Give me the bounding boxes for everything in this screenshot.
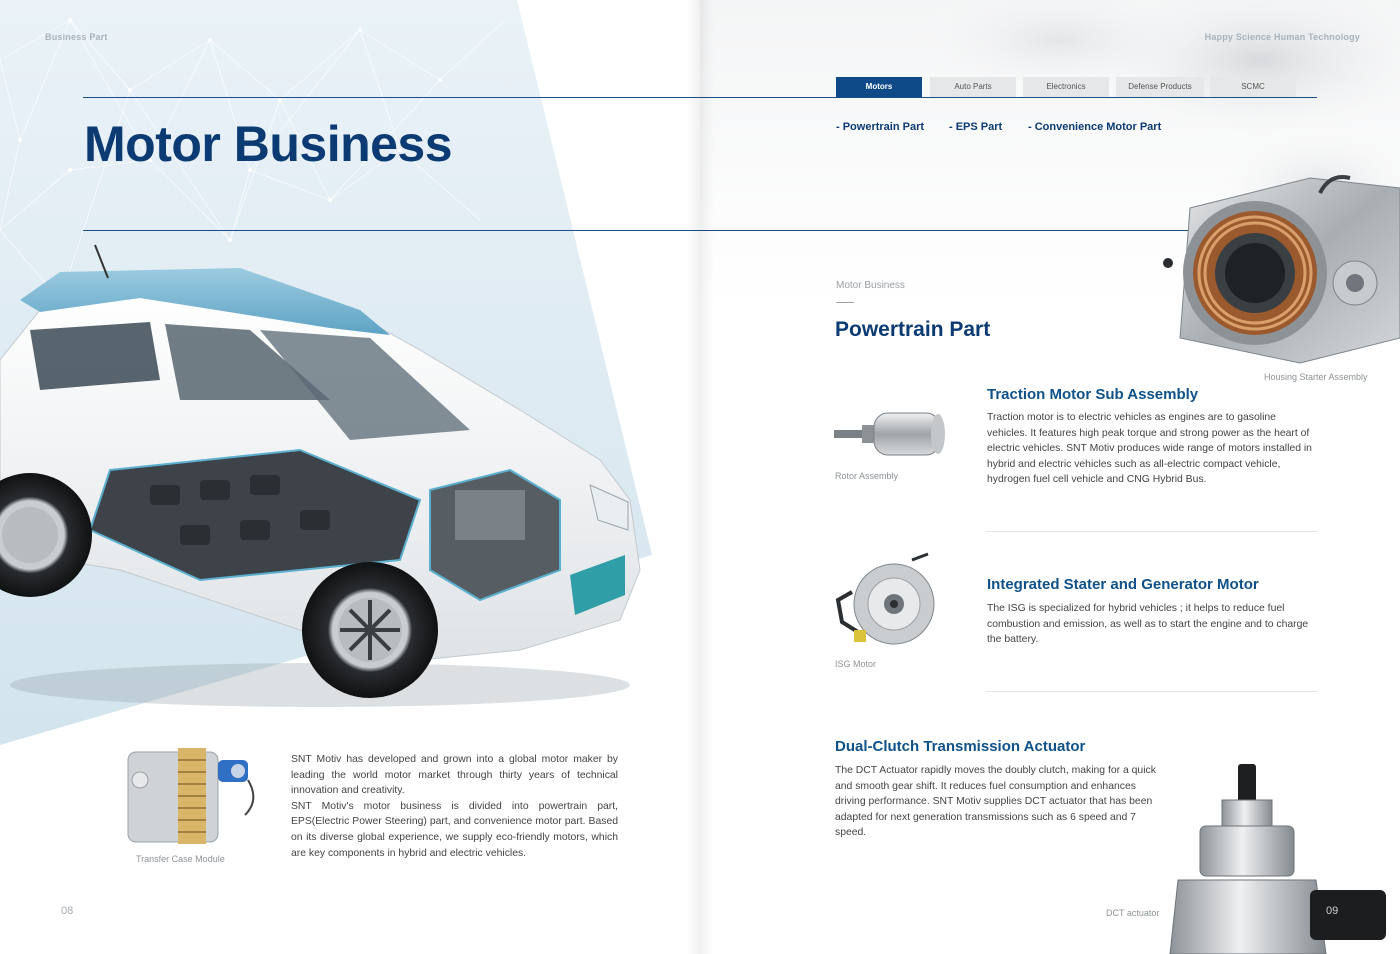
dct-heading: Dual-Clutch Transmission Actuator (835, 738, 1086, 755)
top-rule-left (83, 97, 700, 98)
dct-text: The DCT Actuator rapidly moves the doubl… (835, 765, 1156, 839)
link-powertrain-part[interactable]: - Powertrain Part (836, 121, 925, 133)
tab-auto-parts[interactable]: Auto Parts (930, 77, 1016, 97)
rotor-assembly-image (834, 412, 945, 456)
mid-rule-left (83, 230, 700, 231)
transfer-case-module-image (127, 748, 255, 844)
running-header-left: Business Part (45, 32, 108, 42)
isg-heading: Integrated Stater and Generator Motor (987, 576, 1259, 593)
traction-motor-heading: Traction Motor Sub Assembly (987, 386, 1199, 403)
page-fold-shadow (686, 0, 714, 954)
intro-paragraph-1: SNT Motiv has developed and grown into a… (291, 754, 618, 797)
running-header-right: Happy Science Human Technology (1204, 32, 1360, 42)
eyebrow-label: Motor Business (836, 280, 905, 291)
tab-electronics[interactable]: Electronics (1023, 77, 1109, 97)
top-rule-right (700, 97, 1317, 98)
tab-motors[interactable]: Motors (836, 77, 922, 97)
transfer-case-caption: Transfer Case Module (136, 854, 225, 864)
page-number-left: 08 (61, 905, 74, 917)
electric-car-cutaway-image (0, 244, 641, 707)
dct-actuator-image (1169, 764, 1386, 954)
link-convenience-motor-part[interactable]: - Convenience Motor Part (1028, 121, 1162, 133)
section-title: Powertrain Part (835, 318, 991, 341)
housing-starter-assembly-image (1163, 175, 1400, 364)
isg-motor-caption: ISG Motor (835, 659, 877, 669)
rotor-assembly-caption: Rotor Assembly (835, 471, 899, 481)
item-divider-2 (986, 691, 1317, 692)
left-page: Business Part Motor Business (0, 0, 700, 917)
dct-actuator-caption: DCT actuator (1106, 908, 1160, 918)
right-page: Happy Science Human Technology Motors Au… (700, 0, 1400, 954)
eyebrow-dash (836, 302, 854, 303)
mid-rule-right (700, 230, 1200, 231)
housing-starter-caption: Housing Starter Assembly (1264, 372, 1368, 382)
intro-text: SNT Motiv has developed and grown into a… (291, 752, 618, 861)
item-divider-1 (986, 531, 1317, 532)
page-title: Motor Business (84, 116, 453, 172)
link-eps-part[interactable]: - EPS Part (949, 121, 1003, 133)
isg-motor-image (835, 552, 935, 645)
tab-scmc[interactable]: SCMC (1210, 77, 1296, 97)
page-number-right: 09 (1326, 905, 1339, 917)
isg-text: The ISG is specialized for hybrid vehicl… (987, 603, 1309, 646)
traction-motor-text: Traction motor is to electric vehicles a… (987, 412, 1312, 486)
intro-paragraph-2: SNT Motiv's motor business is divided in… (291, 800, 618, 859)
tab-defense-products[interactable]: Defense Products (1116, 77, 1204, 97)
